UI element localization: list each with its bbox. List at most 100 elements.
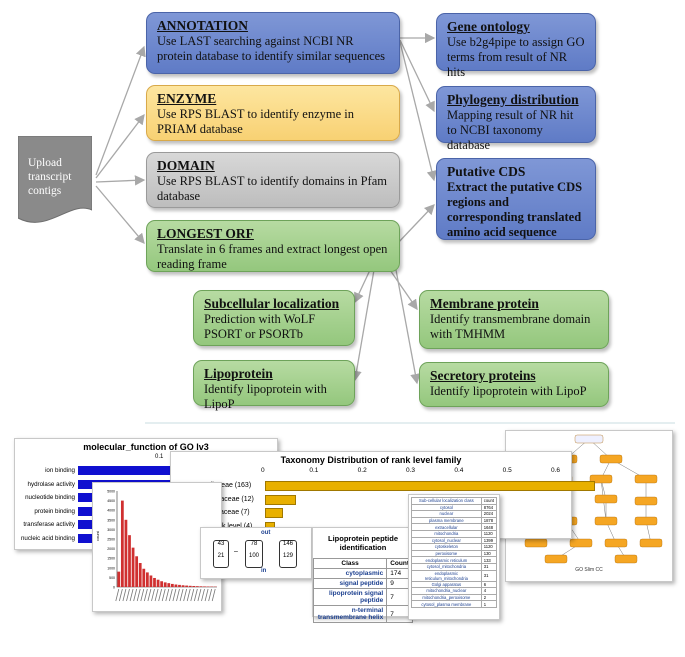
histogram-y-tick: 5000 xyxy=(107,490,115,494)
sc-class-cell: mitochondria xyxy=(411,529,482,538)
enzyme-box: ENZYME Use RPS BLAST to identify enzyme … xyxy=(146,85,400,141)
histogram-bar xyxy=(128,535,131,587)
histogram-bar xyxy=(195,586,199,587)
go-node xyxy=(544,554,568,564)
enzyme-desc: Use RPS BLAST to identify enzyme in PRIA… xyxy=(157,107,354,136)
taxonomy-bar xyxy=(265,508,284,518)
membrane-box: Membrane protein Identify transmembrane … xyxy=(419,290,609,349)
sc-class-cell: plasma membrane xyxy=(411,516,482,525)
annotation-box: ANNOTATION Use LAST searching against NC… xyxy=(146,12,400,74)
go-node xyxy=(589,474,613,484)
sc-class-cell: cytoskeleton xyxy=(411,543,482,551)
histogram-x-tick xyxy=(129,588,134,602)
upload-document-shape xyxy=(18,136,92,223)
longest-orf-title: LONGEST ORF xyxy=(157,226,254,241)
sc-count-cell: 1 xyxy=(480,600,498,608)
histogram-x-tick xyxy=(168,588,173,602)
gene-ontology-desc: Use b2g4pipe to assign GO terms from res… xyxy=(447,35,585,79)
taxonomy-bar xyxy=(265,481,595,491)
histogram-x-tick xyxy=(136,588,141,602)
mf-chart-title: molecular_function of GO lv3 xyxy=(83,442,209,452)
go-node xyxy=(594,516,618,526)
mf-bar-label: transferase activity xyxy=(23,521,75,528)
putative-cds-desc: Extract the putative CDS regions and cor… xyxy=(447,180,583,239)
sc-count-cell: 31 xyxy=(480,569,498,582)
histogram-x-tick xyxy=(197,588,202,602)
sc-header-count: count xyxy=(480,497,498,505)
taxonomy-bar-label: this rank level (4) xyxy=(199,522,253,530)
lipoprotein-table-panel: Lipoprotein peptide identification Class… xyxy=(312,527,414,623)
histogram-x-tick xyxy=(204,588,209,602)
sc-count-cell: 1120 xyxy=(480,529,498,538)
go-node xyxy=(569,538,593,548)
sc-class-cell: mitochondria_nuclear xyxy=(411,587,482,595)
subcellular-box: Subcellular localization Prediction with… xyxy=(193,290,355,346)
membrane-desc: Identify transmembrane domain with TMHMM xyxy=(430,312,591,341)
histogram-x-tick xyxy=(158,588,163,602)
histogram-x-tick xyxy=(193,588,198,602)
histogram-bar xyxy=(145,572,149,587)
enzyme-title: ENZYME xyxy=(157,91,217,106)
phylogeny-box: Phylogeny distribution Mapping result of… xyxy=(436,86,596,152)
sc-class-cell: endoplasmic reticulum xyxy=(411,556,482,564)
taxonomy-tick-label: 0.4 xyxy=(454,467,464,474)
sc-class-cell: mitochondria_peroxisome xyxy=(411,593,482,602)
taxonomy-bar-label: enellaceae (163) xyxy=(199,482,252,489)
histogram-bar xyxy=(135,556,139,587)
domain-box: DOMAIN Use RPS BLAST to identify domains… xyxy=(146,152,400,208)
subcellular-table-panel: Sub-cellular localization class count cy… xyxy=(408,494,500,620)
taxonomy-tick-label: 0.6 xyxy=(551,467,561,474)
sc-class-cell: endoplasmic reticulum_mitochondria xyxy=(411,569,482,582)
histogram-bar xyxy=(199,586,203,587)
sc-header-class: Sub-cellular localization class xyxy=(411,497,482,505)
taxonomy-bar-row: monadaceae (12) xyxy=(171,494,571,508)
mf-bar-label: nucleic acid binding xyxy=(20,534,75,542)
lipoprotein-table-title: Lipoprotein peptide identification xyxy=(328,534,398,552)
sc-class-cell: extracellular xyxy=(411,523,482,531)
longest-orf-box: LONGEST ORF Translate in 6 frames and ex… xyxy=(146,220,400,272)
histogram-x-tick xyxy=(172,588,177,602)
histogram-bar xyxy=(117,571,121,587)
putative-cds-box: Putative CDS Extract the putative CDS re… xyxy=(436,158,596,240)
sc-count-cell: 31 xyxy=(480,562,498,571)
histogram-y-tick: 4500 xyxy=(107,499,115,503)
taxonomy-tick-label: 0.1 xyxy=(309,467,319,474)
histogram-y-tick: 4000 xyxy=(107,509,115,513)
sc-class-cell: cytosol_mitochondria xyxy=(411,562,482,571)
sc-count-cell: 1120 xyxy=(480,543,498,551)
histogram-bar xyxy=(170,583,174,587)
histogram-x-tick xyxy=(151,588,155,602)
histogram-bar xyxy=(142,568,146,587)
histogram-bar xyxy=(192,586,196,587)
sc-count-cell: 2024 xyxy=(480,510,498,518)
sc-count-cell: 6 xyxy=(480,580,498,589)
topology-in-label: in xyxy=(261,568,267,574)
histogram-x-tick xyxy=(115,588,120,602)
subcellular-title: Subcellular localization xyxy=(204,296,340,311)
histogram-bar xyxy=(153,577,156,587)
histogram-x-tick xyxy=(122,588,127,602)
histogram-y-tick: 3500 xyxy=(107,518,115,522)
membrane-topology-panel: out in 43 21 – 78 100 146 129 xyxy=(200,527,312,579)
gene-ontology-box: Gene ontology Use b2g4pipe to assign GO … xyxy=(436,13,596,79)
histogram-x-tick xyxy=(126,588,130,602)
histogram-bar xyxy=(156,579,160,587)
sc-class-cell: peroxisome xyxy=(411,549,482,558)
lp-class-cell: n-terminal transmembrane helix xyxy=(312,605,388,623)
lp-class-cell: signal peptide xyxy=(312,578,388,589)
lp-header-class: Class xyxy=(312,558,388,569)
taxonomy-bar-label: bacteriaceae (7) xyxy=(199,509,250,516)
